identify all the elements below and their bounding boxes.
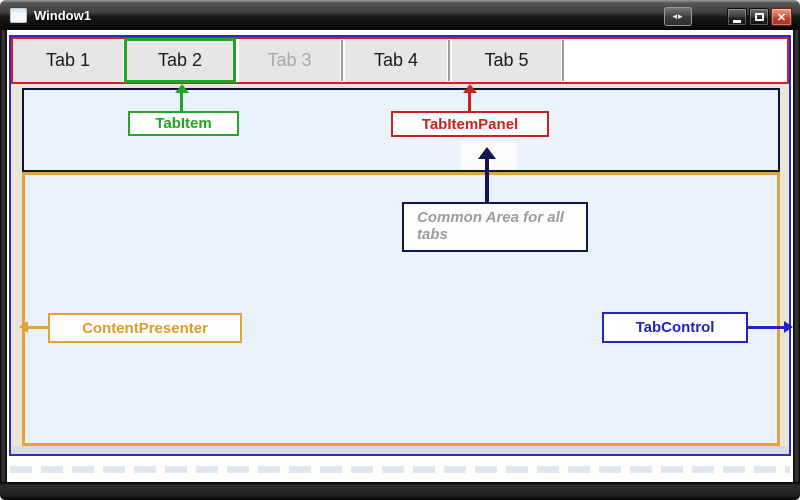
tab-separator (448, 40, 450, 81)
window-frame-right (793, 30, 800, 482)
window-icon[interactable] (10, 8, 27, 23)
tab-1[interactable]: Tab 1 (13, 39, 123, 82)
left-right-arrows-icon: ◂▸ (672, 11, 684, 21)
tab-2-selected[interactable]: Tab 2 (124, 38, 236, 83)
minimize-button[interactable] (727, 8, 747, 26)
tabitem-arrow-head (175, 84, 189, 93)
maximize-button[interactable] (749, 8, 769, 26)
tabcontrol-arrow-line (748, 326, 785, 329)
common-area-arrow-line (485, 158, 489, 202)
tab-5[interactable]: Tab 5 (452, 39, 561, 82)
tabitempanel-callout: TabItemPanel (391, 111, 549, 137)
content-presenter-region (22, 172, 780, 446)
minimize-icon (733, 19, 741, 23)
tabcontrol-callout-label: TabControl (635, 319, 715, 336)
window-title: Window1 (34, 7, 91, 23)
tabcontrol-callout: TabControl (602, 312, 748, 343)
tab-1-label: Tab 1 (45, 50, 91, 70)
tabitem-callout: TabItem (128, 111, 239, 136)
tab-separator (341, 40, 343, 81)
tab-2-label: Tab 2 (157, 50, 203, 70)
tab-3-label: Tab 3 (267, 50, 312, 70)
tabitem-callout-label: TabItem (155, 115, 212, 132)
tab-3-disabled[interactable]: Tab 3 (239, 39, 340, 82)
titlebar[interactable]: Window1 ◂▸ ✕ (0, 0, 800, 30)
contentpresenter-arrow-line (27, 326, 49, 329)
contentpresenter-callout: ContentPresenter (48, 313, 242, 343)
history-arrows-button[interactable]: ◂▸ (664, 7, 692, 26)
maximize-icon (754, 13, 764, 21)
common-area-callout: Common Area for all tabs (402, 202, 588, 252)
tabcontrol-arrow-head (784, 321, 793, 333)
common-area-arrow-head (478, 147, 496, 159)
tab-5-label: Tab 5 (484, 50, 529, 70)
contentpresenter-arrow-head (19, 321, 28, 333)
tabitempanel-arrow-head (463, 84, 477, 93)
close-icon: ✕ (776, 11, 787, 24)
close-button[interactable]: ✕ (771, 8, 792, 26)
window-frame-bottom (0, 482, 800, 500)
tabitempanel-callout-label: TabItemPanel (421, 115, 519, 133)
tabitempanel-arrow-line (468, 92, 471, 111)
tab-4-label: Tab 4 (373, 50, 419, 70)
tab-4[interactable]: Tab 4 (345, 39, 447, 82)
contentpresenter-callout-label: ContentPresenter (82, 319, 208, 337)
tab-separator (562, 40, 564, 81)
tabitem-arrow-line (180, 92, 183, 111)
tabcontrol-inner-margin (11, 446, 789, 454)
window-bottom-texture (10, 466, 790, 473)
window-frame-left (0, 30, 7, 482)
